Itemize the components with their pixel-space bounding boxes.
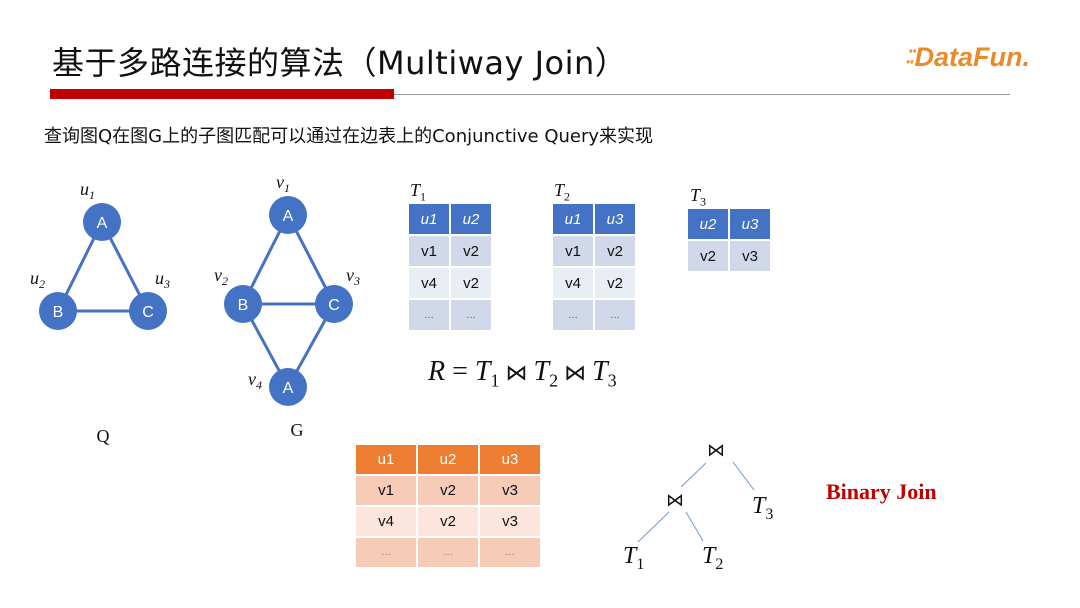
table-cell: …	[356, 538, 416, 567]
svg-text:v4: v4	[248, 369, 262, 392]
svg-text:C: C	[328, 297, 340, 314]
table-cell: v2	[451, 236, 491, 266]
logo-dots-icon: ⁚⁚	[905, 47, 915, 67]
subtitle: 查询图Q在图G上的子图匹配可以通过在边表上的Conjunctive Query来…	[44, 126, 654, 147]
svg-text:v2: v2	[214, 265, 228, 288]
table-row: ……	[553, 300, 635, 330]
table-cell: v2	[595, 236, 635, 266]
table-cell: v2	[595, 268, 635, 298]
table-t3-label: T3	[690, 185, 707, 209]
table-header-cell: u3	[730, 209, 770, 239]
svg-text:v3: v3	[346, 265, 360, 288]
table-header-cell: u2	[451, 204, 491, 234]
tree-edge-root-right	[732, 461, 755, 491]
g-node-v3: C v3	[315, 265, 360, 323]
table-cell: …	[595, 300, 635, 330]
table-header-cell: u2	[688, 209, 728, 239]
g-node-v1: A v1	[269, 172, 307, 234]
svg-text:C: C	[142, 304, 154, 321]
table-cell: v1	[553, 236, 593, 266]
tree-root-join-icon: ⋈	[707, 440, 725, 461]
tree-leaf-t3: T3	[752, 493, 774, 523]
datafun-logo: ⁚⁚DataFun.	[905, 42, 1030, 73]
svg-text:B: B	[238, 297, 249, 314]
table-cell: v2	[418, 476, 478, 505]
table-cell: …	[480, 538, 540, 567]
table-cell: v4	[553, 268, 593, 298]
table-cell: …	[418, 538, 478, 567]
tree-edge-left-t2	[685, 511, 704, 542]
tree-leaf-t1: T1	[623, 543, 645, 573]
join-formula: R = T1⋈T2⋈T3	[428, 356, 617, 391]
tree-leaf-t2: T2	[702, 543, 724, 573]
table-cell: v1	[409, 236, 449, 266]
svg-text:A: A	[283, 380, 294, 397]
graph-q-caption: Q	[97, 426, 110, 446]
logo-text: DataFun.	[914, 42, 1030, 72]
table-row: ……	[409, 300, 491, 330]
table-cell: v2	[688, 241, 728, 271]
svg-text:A: A	[283, 208, 294, 225]
table-cell: v2	[418, 507, 478, 536]
table-cell: v3	[480, 476, 540, 505]
svg-text:u2: u2	[30, 268, 45, 291]
svg-text:A: A	[97, 215, 108, 232]
q-node-u3: C u3	[129, 268, 170, 330]
table-cell: v3	[730, 241, 770, 271]
table-header-cell: u3	[595, 204, 635, 234]
table-cell: …	[553, 300, 593, 330]
table-header-cell: u1	[553, 204, 593, 234]
g-node-v4: A v4	[248, 368, 307, 406]
table-row: ………	[356, 538, 540, 567]
table-cell: v2	[451, 268, 491, 298]
title-underline-rule	[394, 94, 1010, 95]
binary-join-label: Binary Join	[826, 479, 937, 504]
svg-text:u3: u3	[155, 268, 170, 291]
table-t2-label: T2	[554, 180, 571, 204]
page-title: 基于多路连接的算法（Multiway Join）	[52, 44, 628, 82]
table-cell: v3	[480, 507, 540, 536]
g-node-v2: B v2	[214, 265, 262, 323]
table-header-cell: u1	[409, 204, 449, 234]
svg-text:u1: u1	[80, 179, 95, 202]
q-node-u1: A u1	[80, 179, 121, 241]
table-header-cell: u3	[480, 445, 540, 474]
table-t1-label: T1	[410, 180, 427, 204]
table-header-cell: u1	[356, 445, 416, 474]
svg-text:B: B	[53, 304, 64, 321]
table-cell: …	[409, 300, 449, 330]
tree-edge-left-t1	[637, 511, 670, 543]
table-cell: v4	[409, 268, 449, 298]
graph-g-caption: G	[291, 420, 304, 440]
table-cell: …	[451, 300, 491, 330]
title-underline-accent	[50, 89, 394, 99]
table-header-cell: u2	[418, 445, 478, 474]
svg-text:v1: v1	[276, 172, 290, 195]
table-cell: v1	[356, 476, 416, 505]
tree-inner-join-icon: ⋈	[666, 490, 684, 511]
table-cell: v4	[356, 507, 416, 536]
tree-edge-root-left	[680, 462, 707, 488]
q-node-u2: B u2	[30, 268, 77, 330]
